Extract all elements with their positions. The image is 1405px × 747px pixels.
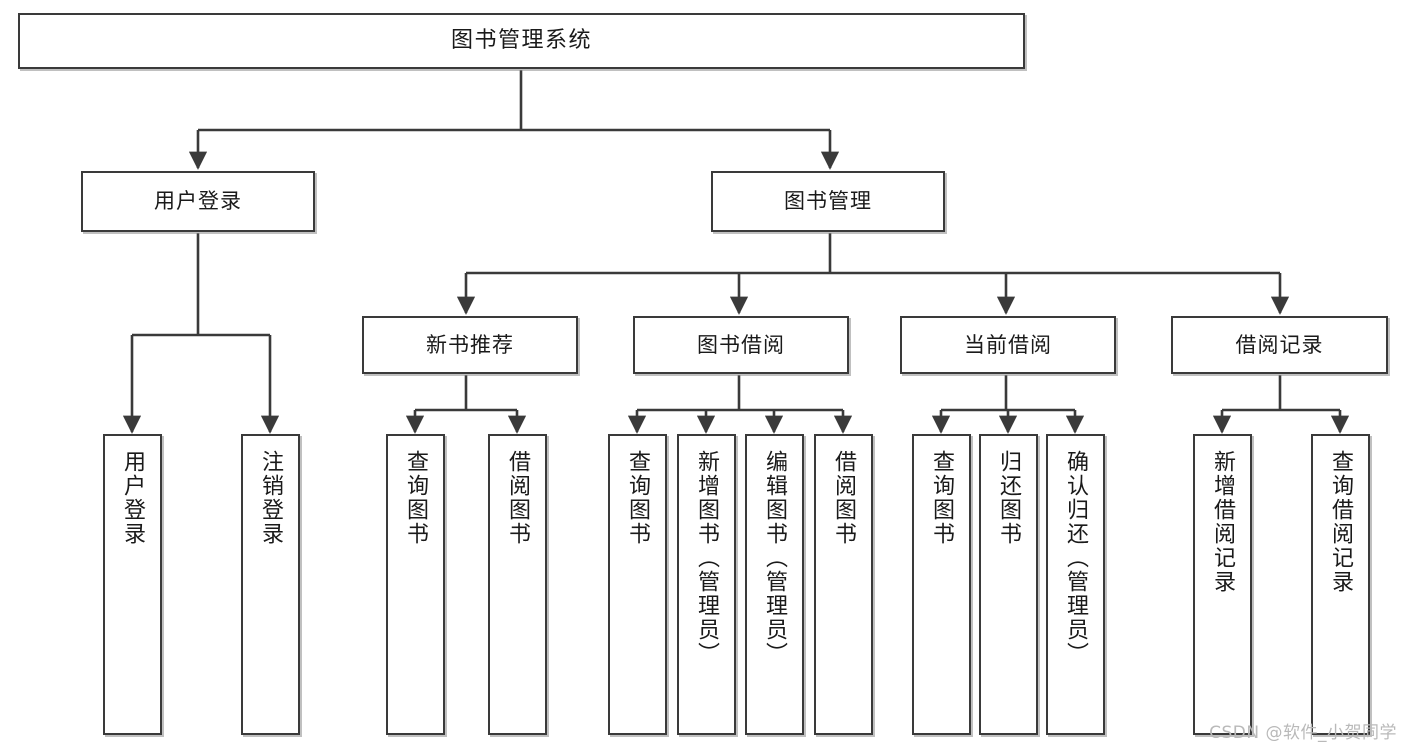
leaf-borrow-record-query[interactable]: 查询借阅记录 xyxy=(1311,434,1370,735)
leaf-new-book-borrow[interactable]: 借阅图书 xyxy=(488,434,547,735)
leaf-book-borrow-add-label: 新增图书（管理员） xyxy=(694,450,720,666)
leaf-current-borrow-confirm-return[interactable]: 确认归还（管理员） xyxy=(1046,434,1105,735)
leaf-book-borrow-add[interactable]: 新增图书（管理员） xyxy=(677,434,736,735)
leaf-user-login-logout-label: 注销登录 xyxy=(258,450,284,546)
leaf-book-borrow-query-label: 查询图书 xyxy=(625,450,651,546)
csdn-watermark: CSDN @软件_小贺同学 xyxy=(1209,723,1397,743)
leaf-current-borrow-return[interactable]: 归还图书 xyxy=(979,434,1038,735)
leaf-borrow-record-query-label: 查询借阅记录 xyxy=(1328,450,1354,594)
node-borrow-record[interactable]: 借阅记录 xyxy=(1171,316,1388,374)
node-book-borrow[interactable]: 图书借阅 xyxy=(633,316,849,374)
leaf-user-login-login[interactable]: 用户登录 xyxy=(103,434,162,735)
leaf-borrow-record-add[interactable]: 新增借阅记录 xyxy=(1193,434,1252,735)
node-book-borrow-label: 图书借阅 xyxy=(697,332,785,357)
node-new-book-recommend-label: 新书推荐 xyxy=(426,332,514,357)
leaf-book-borrow-query[interactable]: 查询图书 xyxy=(608,434,667,735)
node-new-book-recommend[interactable]: 新书推荐 xyxy=(362,316,578,374)
leaf-user-login-logout[interactable]: 注销登录 xyxy=(241,434,300,735)
leaf-current-borrow-query[interactable]: 查询图书 xyxy=(912,434,971,735)
node-current-borrow[interactable]: 当前借阅 xyxy=(900,316,1116,374)
node-book-management[interactable]: 图书管理 xyxy=(711,171,945,232)
node-root-label: 图书管理系统 xyxy=(450,28,592,54)
node-root-book-management-system[interactable]: 图书管理系统 xyxy=(18,13,1025,69)
leaf-new-book-query-label: 查询图书 xyxy=(403,450,429,546)
node-user-login[interactable]: 用户登录 xyxy=(81,171,315,232)
leaf-book-borrow-edit[interactable]: 编辑图书（管理员） xyxy=(745,434,804,735)
leaf-book-borrow-borrow-label: 借阅图书 xyxy=(831,450,857,546)
leaf-new-book-query[interactable]: 查询图书 xyxy=(386,434,445,735)
node-book-management-label: 图书管理 xyxy=(784,189,872,214)
leaf-current-borrow-return-label: 归还图书 xyxy=(996,450,1022,546)
leaf-user-login-login-label: 用户登录 xyxy=(120,450,146,546)
node-borrow-record-label: 借阅记录 xyxy=(1235,332,1324,357)
leaf-new-book-borrow-label: 借阅图书 xyxy=(505,450,531,546)
leaf-current-borrow-query-label: 查询图书 xyxy=(929,450,955,546)
leaf-book-borrow-borrow[interactable]: 借阅图书 xyxy=(814,434,873,735)
node-current-borrow-label: 当前借阅 xyxy=(964,332,1052,357)
node-user-login-label: 用户登录 xyxy=(154,189,242,214)
leaf-current-borrow-confirm-return-label: 确认归还（管理员） xyxy=(1063,450,1089,666)
leaf-borrow-record-add-label: 新增借阅记录 xyxy=(1210,450,1236,594)
leaf-book-borrow-edit-label: 编辑图书（管理员） xyxy=(762,450,788,666)
